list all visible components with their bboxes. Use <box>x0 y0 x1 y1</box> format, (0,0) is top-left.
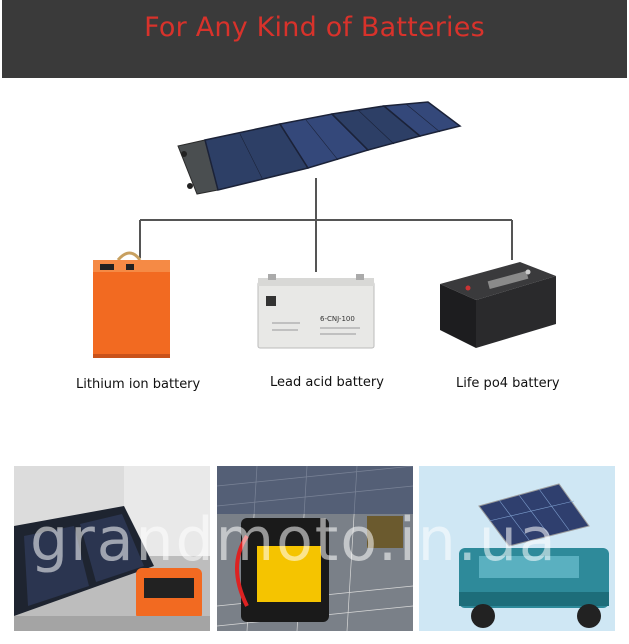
battery-label-lifepo4: Life po4 battery <box>456 376 560 391</box>
solar-diagram: 6-CNJ-100 <box>93 101 556 358</box>
lead-acid-battery-image: 6-CNJ-100 <box>257 274 375 349</box>
lithium-battery-image <box>93 251 170 358</box>
photo-jump-starter <box>217 466 413 631</box>
photo-portable-power <box>14 466 210 631</box>
wiring-lines <box>139 178 513 272</box>
page-title: For Any Kind of Batteries <box>144 12 485 43</box>
photo-car-roof-panel <box>419 466 615 631</box>
battery-label-lithium: Lithium ion battery <box>76 377 201 392</box>
battery-label-lead-acid: Lead acid battery <box>270 375 384 390</box>
header-banner: For Any Kind of Batteries <box>2 0 627 78</box>
lifepo4-battery-image <box>440 262 556 348</box>
battery-model-text: 6-CNJ-100 <box>320 315 355 323</box>
solar-panel-image <box>177 101 462 195</box>
